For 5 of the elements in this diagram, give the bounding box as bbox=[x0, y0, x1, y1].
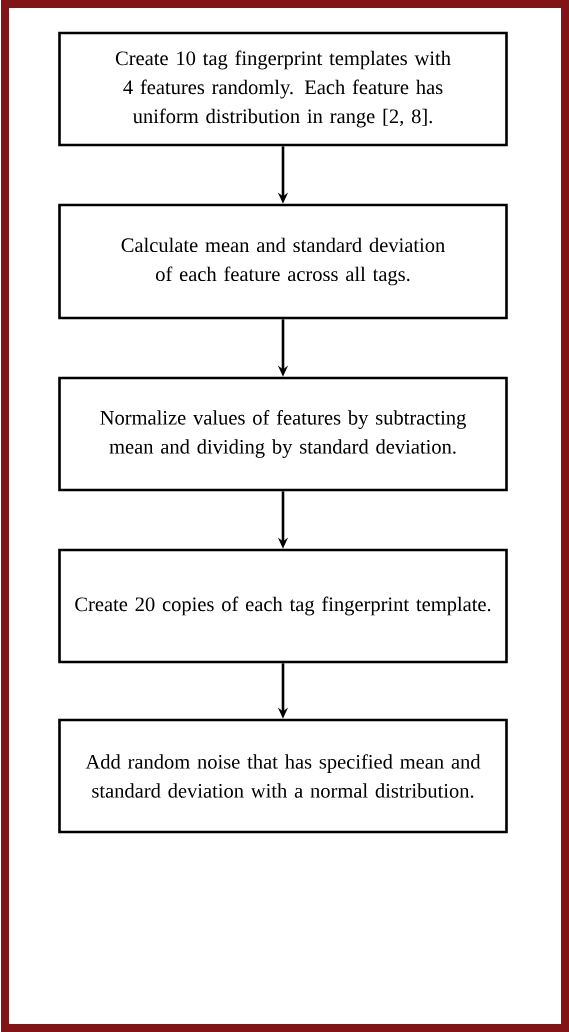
process-box: Create 20 copies of each tag fingerprint template. bbox=[58, 548, 508, 664]
process-box: Normalize values of features by subtracting mean and dividing by standard deviation. bbox=[58, 376, 508, 492]
process-box: Add random noise that has specified mean and standard deviation with a normal distribution. bbox=[58, 718, 508, 834]
process-box: Create 10 tag fingerprint templates with 4 features randomly. Each feature has uniform distribution in range [2, 8]. bbox=[58, 31, 508, 147]
process-box: Calculate mean and standard deviation of each feature across all tags. bbox=[58, 203, 508, 320]
